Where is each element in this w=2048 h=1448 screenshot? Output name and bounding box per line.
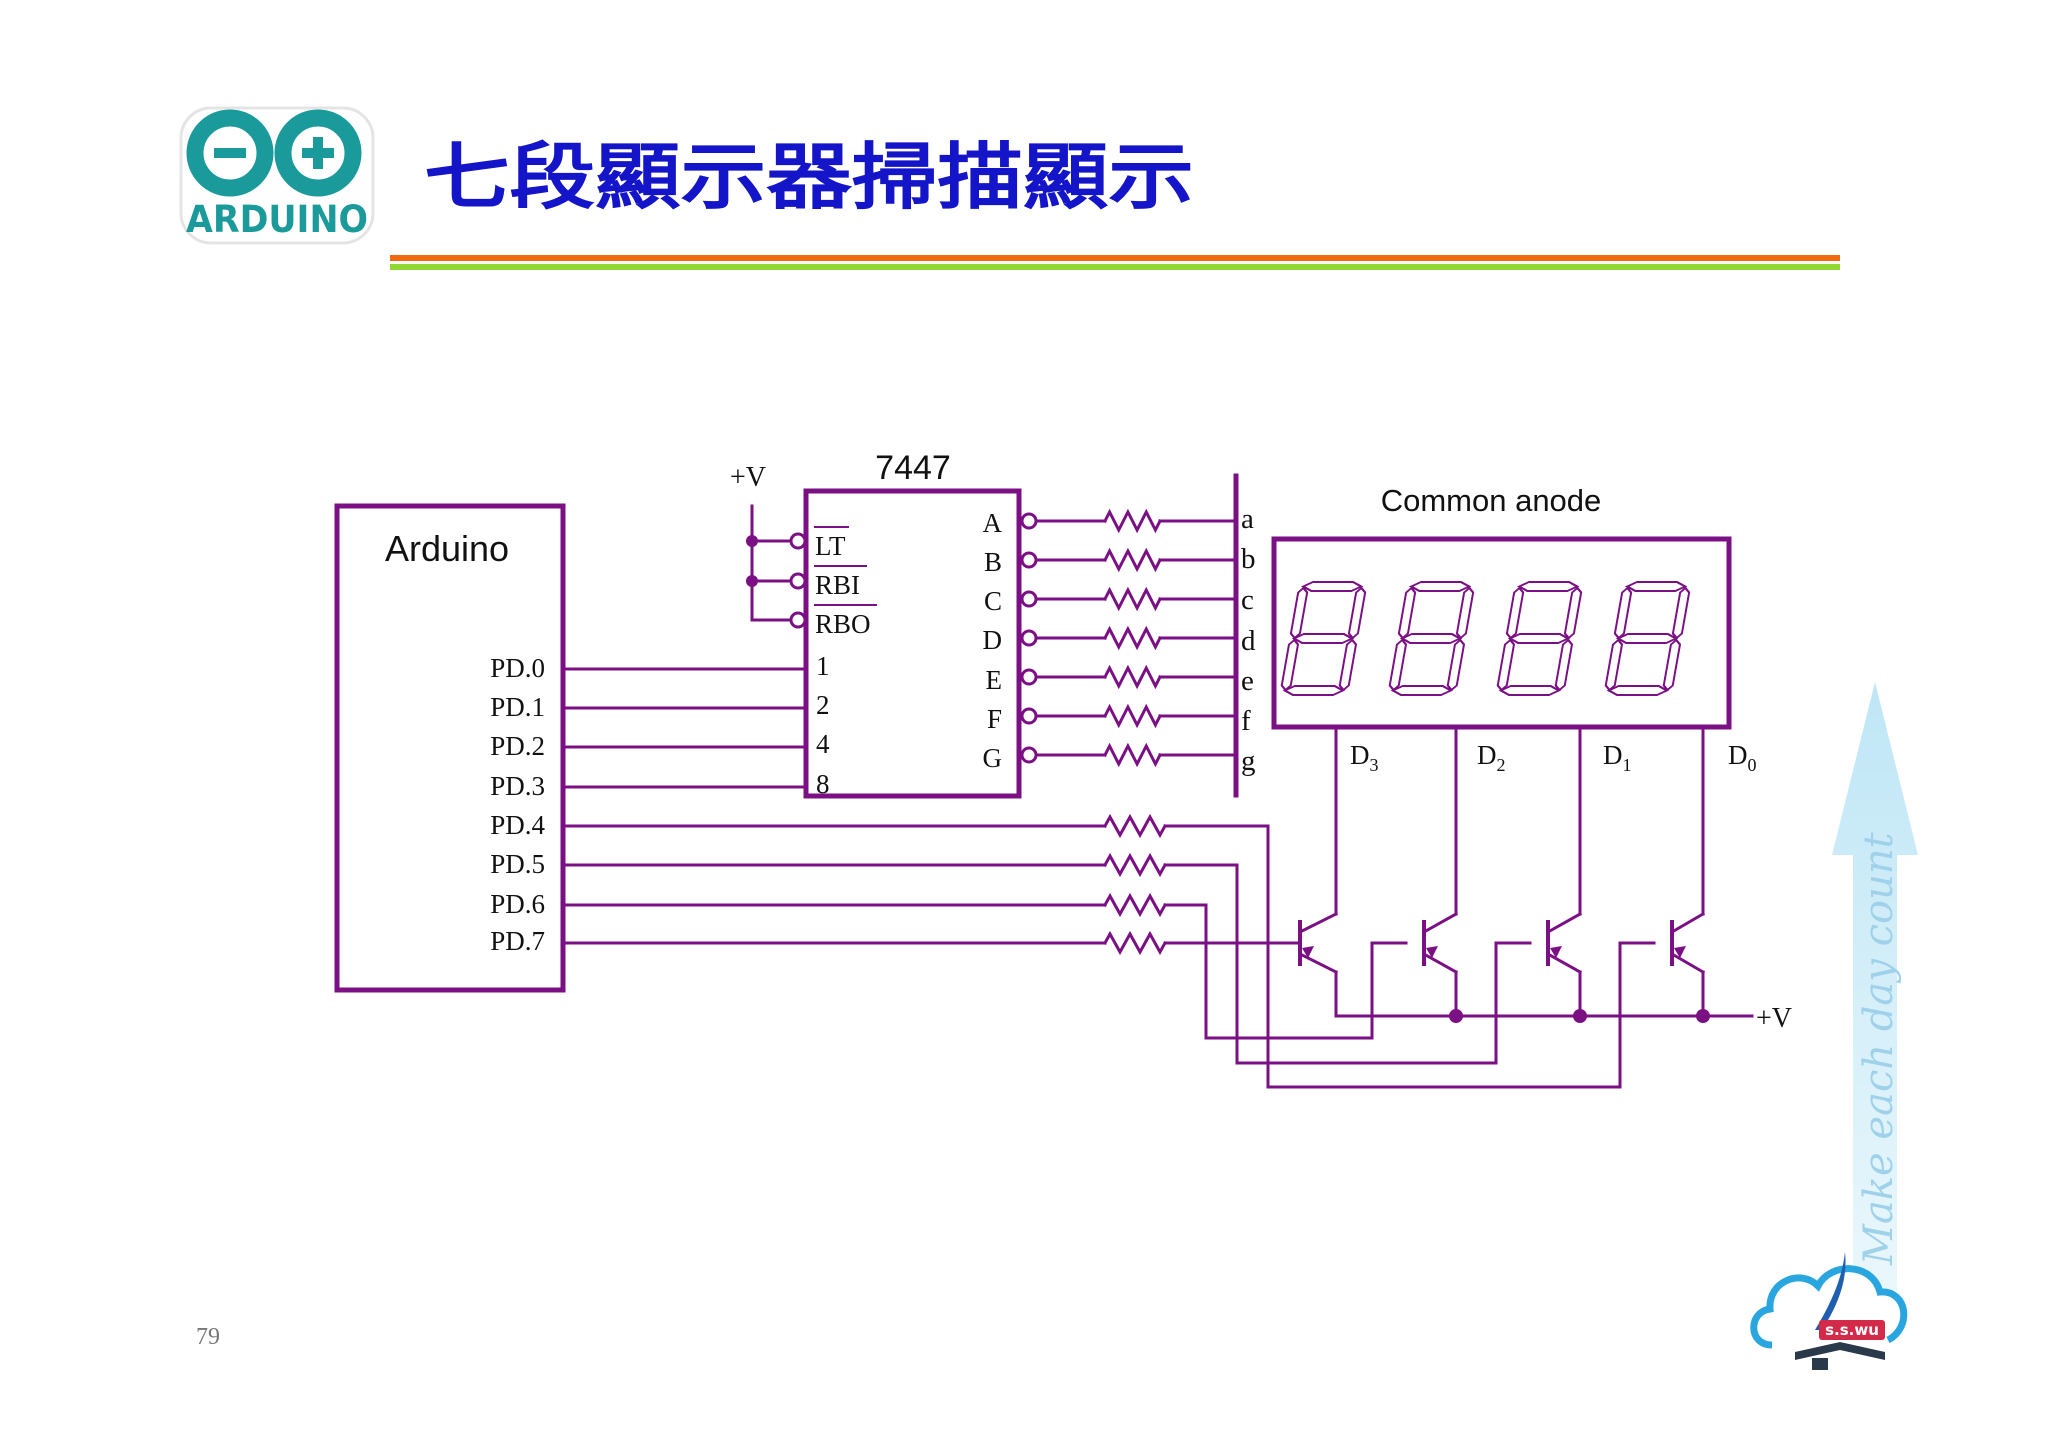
digit-label: D1 — [1603, 740, 1632, 775]
badge-text: s.s.wu — [1825, 1321, 1879, 1339]
transistor — [1669, 911, 1706, 1018]
arduino-pin-labels: PD.0 PD.1 PD.2 PD.3 PD.4 PD.5 PD.6 PD.7 — [490, 653, 545, 956]
segment-label: b — [1241, 543, 1256, 575]
resistor — [1102, 892, 1168, 918]
resistor — [1102, 547, 1163, 573]
base-wire — [1163, 903, 1374, 1040]
arduino-pin: PD.0 — [490, 653, 545, 683]
resistor — [1102, 508, 1163, 534]
base-wire — [1163, 824, 1622, 1089]
decoder-input-pin: 4 — [816, 729, 830, 759]
title-divider-green — [390, 264, 1840, 270]
resistor — [1102, 703, 1163, 729]
output-bubble — [1020, 590, 1038, 608]
transistor — [1297, 911, 1339, 1018]
digit-lines — [1334, 725, 1705, 916]
svg-text:D0: D0 — [1728, 740, 1757, 775]
watermark-text: Make each day count — [1856, 831, 1902, 1266]
svg-text:D2: D2 — [1477, 740, 1506, 775]
base-wire — [1163, 863, 1498, 1065]
resistor — [1102, 625, 1163, 651]
arduino-box — [334, 503, 566, 993]
transistor — [1545, 911, 1583, 1018]
display-label: Common anode — [1381, 483, 1602, 518]
arduino-pin: PD.1 — [490, 692, 545, 722]
transistor — [1421, 911, 1459, 1018]
segment-wires — [1020, 508, 1238, 768]
arduino-pin: PD.4 — [490, 810, 545, 840]
decoder-supply-label: +V — [730, 462, 766, 493]
base-wires — [564, 813, 1656, 1089]
transistor-supply-label: +V — [1756, 1003, 1792, 1034]
segment-label: a — [1241, 503, 1254, 535]
arduino-logo: ARDUINO — [179, 106, 375, 245]
decoder-box — [803, 488, 1022, 799]
decoder-output-pin: C — [984, 586, 1002, 616]
arduino-label: Arduino — [385, 528, 509, 569]
arduino-pin: PD.7 — [490, 926, 545, 956]
digit-label: D3 — [1350, 740, 1379, 775]
title-divider-orange — [390, 255, 1840, 261]
decoder-supply-wiring — [746, 504, 877, 629]
data-lines — [564, 667, 806, 789]
digit-label: D0 — [1728, 740, 1757, 775]
svg-text:D1: D1 — [1603, 740, 1632, 775]
segment-label: f — [1241, 705, 1251, 737]
output-bubble — [1020, 629, 1038, 647]
page-title: 七段顯示器掃描顯示 — [424, 135, 1194, 219]
decoder-output-pin: A — [983, 508, 1003, 538]
segment-label: d — [1241, 625, 1256, 657]
decoder-control-pin: LT — [815, 531, 846, 561]
resistor — [1102, 813, 1168, 839]
segment-label: c — [1241, 584, 1254, 616]
resistor — [1102, 664, 1163, 690]
cloud-book-quill-icon — [1750, 1252, 1908, 1370]
output-bubble — [1020, 668, 1038, 686]
arduino-pin: PD.6 — [490, 889, 545, 919]
resistor — [1102, 742, 1163, 768]
decoder-control-pin: RBI — [815, 570, 860, 600]
supply-rail — [1336, 1009, 1754, 1023]
output-bubble — [1020, 746, 1038, 764]
digit-label: D2 — [1477, 740, 1506, 775]
resistor — [1102, 930, 1168, 956]
arduino-pin: PD.5 — [490, 849, 545, 879]
decoder-input-pin: 2 — [816, 690, 830, 720]
seven-segment-digit — [1280, 581, 1367, 696]
seven-segment-digit — [1496, 581, 1583, 696]
decoder-control-pin: RBO — [815, 609, 871, 639]
resistor — [1102, 852, 1168, 878]
decoder-output-pin: F — [987, 704, 1002, 734]
decoder-output-pin: G — [983, 743, 1003, 773]
author-badge: s.s.wu — [1750, 1252, 1908, 1370]
output-bubble — [1020, 551, 1038, 569]
decoder-input-pin: 8 — [816, 769, 830, 799]
arduino-pin: PD.3 — [490, 771, 545, 801]
seven-segment-digit — [1604, 581, 1691, 696]
seven-segment-digits — [1280, 581, 1691, 696]
circuit-diagram — [334, 473, 1754, 1089]
logo-text: ARDUINO — [186, 198, 368, 241]
svg-text:D3: D3 — [1350, 740, 1379, 775]
decoder-output-pin: B — [984, 547, 1002, 577]
decoder-label: 7447 — [875, 449, 951, 487]
arduino-infinity-icon — [186, 109, 362, 197]
seven-segment-digit — [1388, 581, 1475, 696]
decoder-input-pin: 1 — [816, 651, 830, 681]
segment-label: g — [1241, 745, 1256, 777]
output-bubble — [1020, 707, 1038, 725]
watermark-arrow: Make each day count — [1832, 682, 1918, 1290]
segment-label: e — [1241, 665, 1254, 697]
resistor — [1102, 586, 1163, 612]
display-box — [1271, 536, 1732, 730]
transistors — [1297, 911, 1706, 1018]
decoder-output-pin: D — [983, 625, 1003, 655]
arduino-pin: PD.2 — [490, 731, 545, 761]
decoder-output-pin: E — [986, 665, 1003, 695]
page-number: 79 — [196, 1324, 220, 1350]
output-bubble — [1020, 512, 1038, 530]
